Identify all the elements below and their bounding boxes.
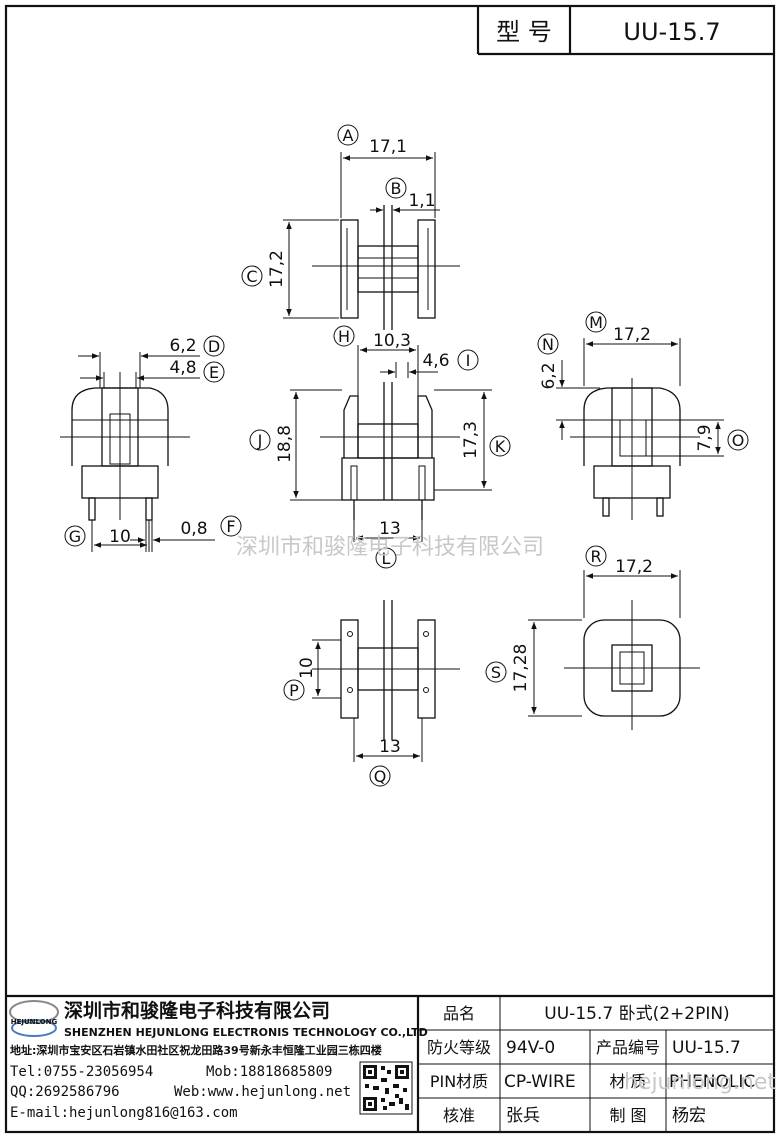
model-label: 型 号 [496,18,552,46]
company-name-cn: 深圳市和骏隆电子科技有限公司 [64,999,330,1022]
svg-text:N: N [542,335,554,354]
dim-j-value: 18,8 [275,425,295,463]
dim-l-value: 13 [379,519,401,539]
dim-f-value: 0,8 [180,519,207,539]
svg-text:O: O [732,431,745,450]
side-view-left: 6,2 D 4,8 E 10 G 0,8 F [60,335,242,552]
front-view: 10,3 H 4,6 I 18,8 J 17,3 K 13 L [249,325,511,569]
dim-n-value: 6,2 [539,362,559,389]
side-view-right: 17,2 M 6,2 N 7,9 O [537,311,749,520]
dim-p-value: 10 [297,657,317,679]
base-view: 17,2 R 17,28 S [485,545,700,730]
watermark-company: 深圳市和骏隆电子科技有限公司 [236,535,544,560]
svg-text:A: A [343,126,354,145]
company-name-en: SHENZHEN HEJUNLONG ELECTRONIS TECHNOLOGY… [64,1026,428,1039]
svg-text:K: K [495,437,506,456]
product-name-label: 品名 [443,1004,475,1023]
svg-text:S: S [491,663,501,682]
flame-rating-label: 防火等级 [427,1038,491,1057]
dim-s-value: 17,28 [511,644,531,693]
dim-b-value: 1,1 [408,191,435,211]
svg-text:C: C [246,267,257,286]
watermark-site: hejunlong.net [624,1070,776,1095]
dim-h-value: 10,3 [373,331,411,351]
model-header: 型 号 UU-15.7 [476,6,774,56]
svg-text:I: I [466,351,471,370]
company-address: 地址:深圳市宝安区石岩镇水田社区祝龙田路39号新永丰恒隆工业园三栋四楼 [10,1043,382,1057]
company-web: Web:www.hejunlong.net [174,1084,351,1100]
model-value: UU-15.7 [623,18,720,46]
pin-material-label: PIN材质 [430,1072,488,1091]
svg-text:G: G [69,527,81,546]
approver-label: 核准 [443,1106,475,1125]
dim-r-value: 17,2 [615,557,653,577]
company-tel: Tel:0755-23056954 [10,1064,153,1080]
svg-text:F: F [226,517,235,536]
svg-text:R: R [590,547,601,566]
company-block: HEJUNLONG 深圳市和骏隆电子科技有限公司 SHENZHEN HEJUNL… [9,999,428,1121]
product-name-value: UU-15.7 卧式(2+2PIN) [544,1004,729,1024]
product-code-label: 产品编号 [596,1038,660,1057]
svg-text:L: L [382,549,391,568]
svg-text:P: P [289,681,299,700]
material-label: 材 质 [609,1072,646,1091]
top-view: 17,1 A 1,1 B 17,2 C [241,124,460,330]
approver-value: 张兵 [506,1106,540,1126]
svg-text:Q: Q [374,767,387,786]
svg-text:M: M [589,313,603,332]
bottom-view: 10 P 13 Q [283,600,460,787]
dim-m-value: 17,2 [613,325,651,345]
company-logo: HEJUNLONG [9,1000,59,1037]
dim-g-value: 10 [109,527,131,547]
svg-text:E: E [209,363,219,382]
pin-material-value: CP-WIRE [504,1072,576,1092]
svg-text:H: H [338,327,350,346]
flame-rating-value: 94V-0 [506,1038,555,1058]
svg-text:J: J [257,431,263,450]
title-block: 品名 UU-15.7 卧式(2+2PIN) 防火等级 94V-0 产品编号 UU… [6,994,776,1132]
dim-d-value: 6,2 [169,336,196,356]
company-mobile: Mob:18818685809 [206,1064,332,1080]
qr-code [359,1061,413,1115]
company-email: E-mail:hejunlong816@163.com [10,1105,238,1121]
dim-o-value: 7,9 [695,424,715,451]
drafter-label: 制 图 [609,1106,646,1125]
sheet-border [4,4,776,1134]
dim-q-value: 13 [379,737,401,757]
dim-e-value: 4,8 [169,358,196,378]
dim-a-value: 17,1 [369,137,407,157]
dim-c-value: 17,2 [267,250,287,288]
dim-i-value: 4,6 [422,351,449,371]
company-qq: QQ:2692586796 [10,1084,120,1100]
dim-k-value: 17,3 [461,421,481,459]
product-code-value: UU-15.7 [672,1038,741,1058]
drafter-value: 杨宏 [672,1106,706,1126]
svg-text:D: D [208,337,220,356]
logo-text: HEJUNLONG [11,1018,58,1026]
svg-text:B: B [391,179,402,198]
material-value: PHENOLIC [669,1072,755,1092]
